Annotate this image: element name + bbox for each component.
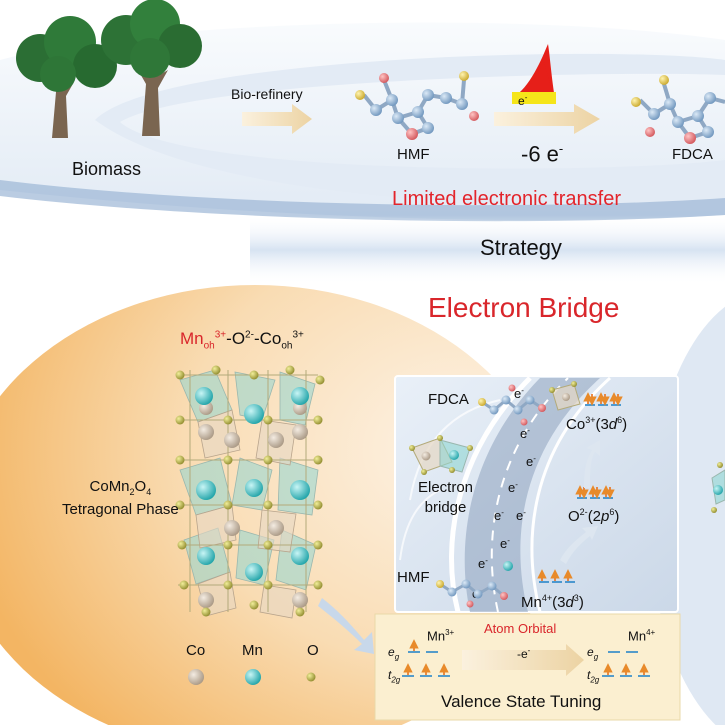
legend-mn-label: Mn: [242, 642, 263, 659]
arrow-icon: [584, 440, 600, 488]
legend-o-label: O: [307, 642, 319, 659]
orbital-electron-label: e-: [518, 93, 528, 108]
crystal-fragment: [711, 462, 725, 513]
valence-title: Valence State Tuning: [441, 692, 602, 711]
t2g-label-right: t2g: [587, 668, 600, 685]
arrow-icon: [318, 598, 374, 654]
phase-label: CoMn2O4 Tetragonal Phase: [62, 478, 179, 518]
electron-road: [464, 378, 600, 612]
co-state-label: Co3+(3d6): [566, 415, 628, 433]
arrow-icon: [242, 104, 312, 134]
electron-spin-icon: [537, 569, 575, 583]
strategy-band: [250, 215, 725, 285]
electron-spin-icon: [575, 485, 615, 499]
legend-co-atom: [188, 669, 204, 685]
mechanism-fdca-label: FDCA: [428, 391, 469, 408]
minus-electron-label: -e-: [517, 646, 531, 661]
orbital-yellow: [512, 92, 556, 104]
molecule-atoms: [631, 75, 716, 144]
mechanism-hmf-label: HMF: [397, 569, 430, 586]
tree-icon: [101, 0, 202, 136]
mn3-label: Mn3+: [427, 628, 455, 644]
fdca-label: FDCA: [672, 146, 713, 163]
legend-co-label: Co: [186, 642, 206, 659]
electron-bridge-label: Electron bridge: [418, 479, 474, 516]
electron-label: e-: [508, 480, 518, 495]
o-state-label: O2-(2p6): [568, 507, 620, 525]
arrow-icon: [560, 526, 598, 564]
orbital-levels-right: [602, 651, 650, 677]
crystal-fragment: [409, 435, 473, 475]
mn4-label: Mn4+: [628, 628, 656, 644]
road-swirl: [399, 489, 441, 561]
legend-mn-atom: [245, 669, 261, 685]
top-swoosh-ring: [95, 53, 725, 208]
orbital-levels-left: [402, 639, 450, 677]
electron-spin-icon: [583, 392, 623, 406]
limited-transfer-label: Limited electronic transfer: [392, 188, 621, 210]
atom-orbital-label: Atom Orbital: [484, 621, 557, 636]
crystal-fragment: [549, 381, 581, 411]
mn-state-label: Mn4+(3d3): [521, 593, 584, 611]
electron-road-edge: [530, 376, 612, 613]
electron-label: e-: [500, 536, 510, 551]
molecule-atoms: [478, 384, 546, 426]
electron-road-edge: [449, 376, 532, 613]
arrow-icon: [462, 644, 584, 676]
eg-label-left: eg: [388, 645, 400, 662]
diagram-title: Electron Bridge: [428, 292, 620, 323]
electron-label: e-: [516, 508, 526, 523]
electron-label: e-: [526, 454, 536, 469]
bond-formula: Mnoh3+-O2--Cooh3+: [180, 329, 304, 352]
electron-label: e-: [520, 426, 530, 441]
molecule-atoms: [355, 71, 479, 140]
six-electron-label: -6 e-: [521, 141, 564, 167]
t2g-label-left: t2g: [388, 668, 401, 685]
electron-label: e-: [494, 508, 504, 523]
biorefinery-label: Bio-refinery: [231, 86, 303, 102]
biomass-label: Biomass: [72, 159, 142, 179]
crystal-structure: [175, 365, 325, 619]
arrow-icon: [494, 104, 600, 134]
strategy-label: Strategy: [480, 235, 562, 260]
eg-label-right: eg: [587, 645, 599, 662]
legend-o-atom: [306, 672, 316, 682]
molecule-atoms: [436, 561, 513, 608]
hmf-label: HMF: [397, 146, 430, 163]
electron-label: e-: [514, 386, 524, 401]
bottom-band: [0, 180, 725, 222]
electron-label: e-: [478, 556, 488, 571]
